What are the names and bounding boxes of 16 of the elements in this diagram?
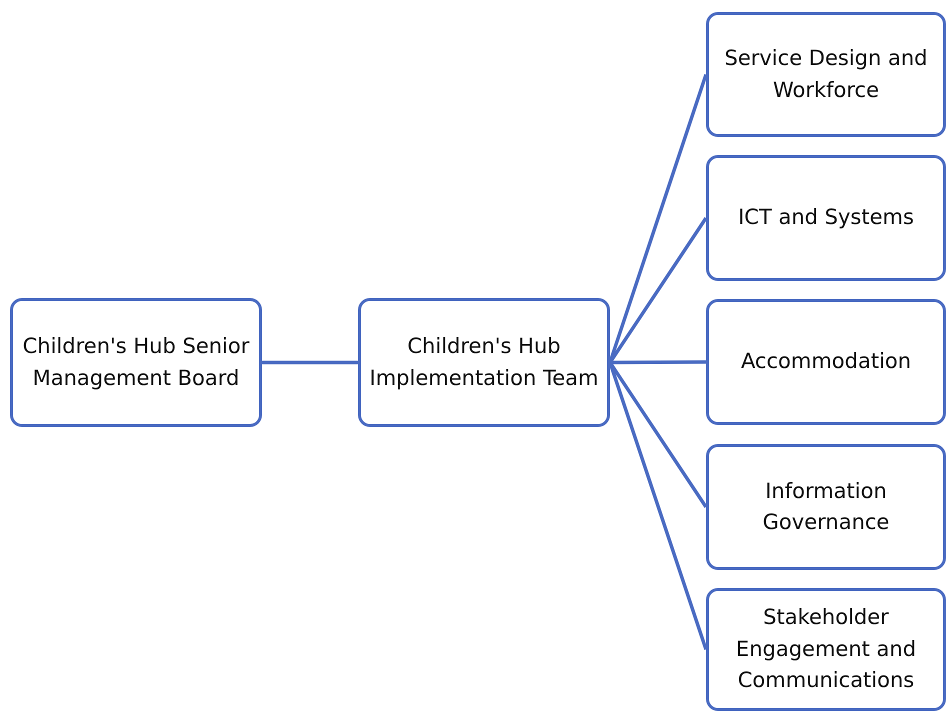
- box-label: Service Design and Workforce: [724, 45, 928, 104]
- box-label: ICT and Systems: [738, 204, 914, 232]
- box-label: Accommodation: [740, 348, 912, 376]
- rounded-box: [10, 298, 262, 427]
- box-label: Children's Hub Senior Management Board: [22, 333, 250, 392]
- rounded-box: [706, 155, 946, 281]
- rounded-box: [358, 298, 610, 427]
- rounded-box: [706, 588, 946, 711]
- connector-line: [262, 360, 358, 364]
- connector-line: [610, 360, 706, 364]
- box-label: Children's Hub Implementation Team: [368, 333, 600, 392]
- rounded-box: [706, 299, 946, 425]
- rounded-box: [706, 444, 946, 570]
- rounded-box: [706, 12, 946, 137]
- box-label: Stakeholder Engagement and Communications: [734, 604, 918, 694]
- box-label: Information Governance: [762, 478, 890, 536]
